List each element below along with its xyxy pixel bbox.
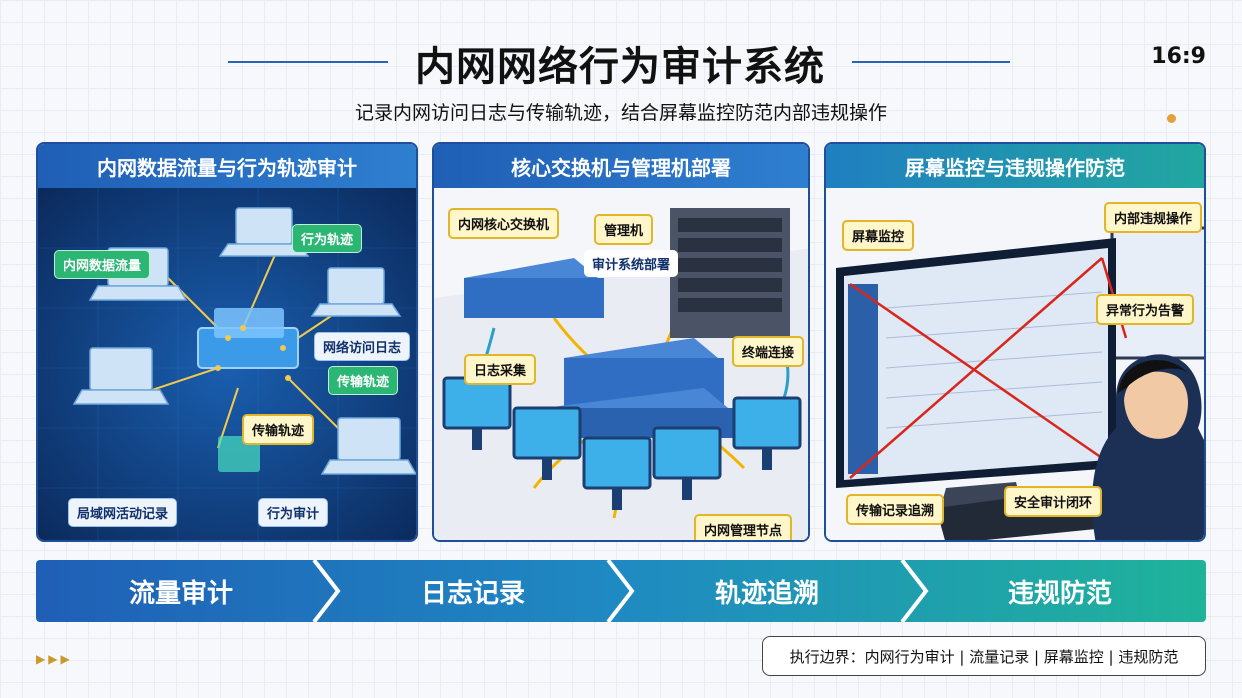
title-divider-left	[228, 61, 388, 63]
tag-security-loop: 安全审计闭环	[1004, 486, 1103, 517]
flow-arrows	[36, 560, 1206, 622]
tag-lan-activity: 局域网活动记录	[68, 498, 178, 527]
decorative-dot	[1167, 114, 1176, 123]
tag-behavior-audit: 行为审计	[258, 498, 329, 527]
execution-boundary: 执行边界：内网行为审计 | 流量记录 | 屏幕监控 | 违规防范	[762, 636, 1206, 676]
switch-illustration	[434, 188, 808, 540]
monitor-scene: 屏幕监控 内部违规操作 异常行为告警 传输记录追溯 安全审计闭环	[826, 188, 1204, 540]
tag-intranet-traffic: 内网数据流量	[54, 250, 151, 279]
tag-screen-monitor: 屏幕监控	[842, 220, 915, 251]
flow-step-log-record: 日志记录	[420, 578, 525, 609]
tag-access-log: 网络访问日志	[314, 332, 411, 361]
tag-audit-deploy: 审计系统部署	[584, 250, 679, 277]
panel-header: 核心交换机与管理机部署	[434, 144, 808, 188]
flow-step-traffic-audit: 流量审计	[128, 578, 233, 609]
tag-management-host: 管理机	[594, 214, 654, 245]
panel-switch-deploy: 核心交换机与管理机部署	[432, 142, 810, 542]
panel-header: 屏幕监控与违规操作防范	[826, 144, 1204, 188]
page-subtitle: 记录内网访问日志与传输轨迹，结合屏幕监控防范内部违规操作	[354, 102, 887, 124]
tag-behavior-trail: 行为轨迹	[292, 224, 363, 253]
tag-log-collect: 日志采集	[464, 354, 537, 385]
tag-internal-violation: 内部违规操作	[1104, 202, 1203, 233]
flow-step-violation-prevent: 违规防范	[1007, 578, 1112, 609]
switch-scene: 内网核心交换机 管理机 审计系统部署 日志采集 终端连接 内网管理节点	[434, 188, 808, 540]
panel-header: 内网数据流量与行为轨迹审计	[38, 144, 416, 188]
tag-management-node: 内网管理节点	[694, 514, 793, 540]
title-divider-right	[852, 61, 1010, 63]
flow-step-trail-trace: 轨迹追溯	[714, 578, 819, 609]
page-title: 内网网络行为审计系统	[415, 44, 825, 90]
panel-traffic-audit: 内网数据流量与行为轨迹审计	[36, 142, 418, 542]
tag-terminal-connect: 终端连接	[732, 336, 805, 367]
aspect-ratio-label: 16:9	[1151, 44, 1206, 69]
decorative-arrows: ▶▶▶	[36, 652, 73, 666]
panel-screen-monitor: 屏幕监控与违规操作防范 屏幕监控 内部违规操作 异常行为告警	[824, 142, 1206, 542]
tag-transfer-trace: 传输记录追溯	[846, 494, 945, 525]
tag-transfer-trail: 传输轨迹	[328, 366, 399, 395]
tag-core-switch: 内网核心交换机	[448, 208, 560, 239]
title-row: 内网网络行为审计系统	[0, 34, 1242, 90]
tag-anomaly-alert: 异常行为告警	[1096, 294, 1195, 325]
traffic-scene: 行为轨迹 内网数据流量 网络访问日志 传输轨迹 传输轨迹 局域网活动记录 行为审…	[38, 188, 416, 540]
process-flow: 流量审计 日志记录 轨迹追溯 违规防范	[36, 560, 1206, 622]
tag-transfer-trail-2: 传输轨迹	[242, 414, 315, 445]
